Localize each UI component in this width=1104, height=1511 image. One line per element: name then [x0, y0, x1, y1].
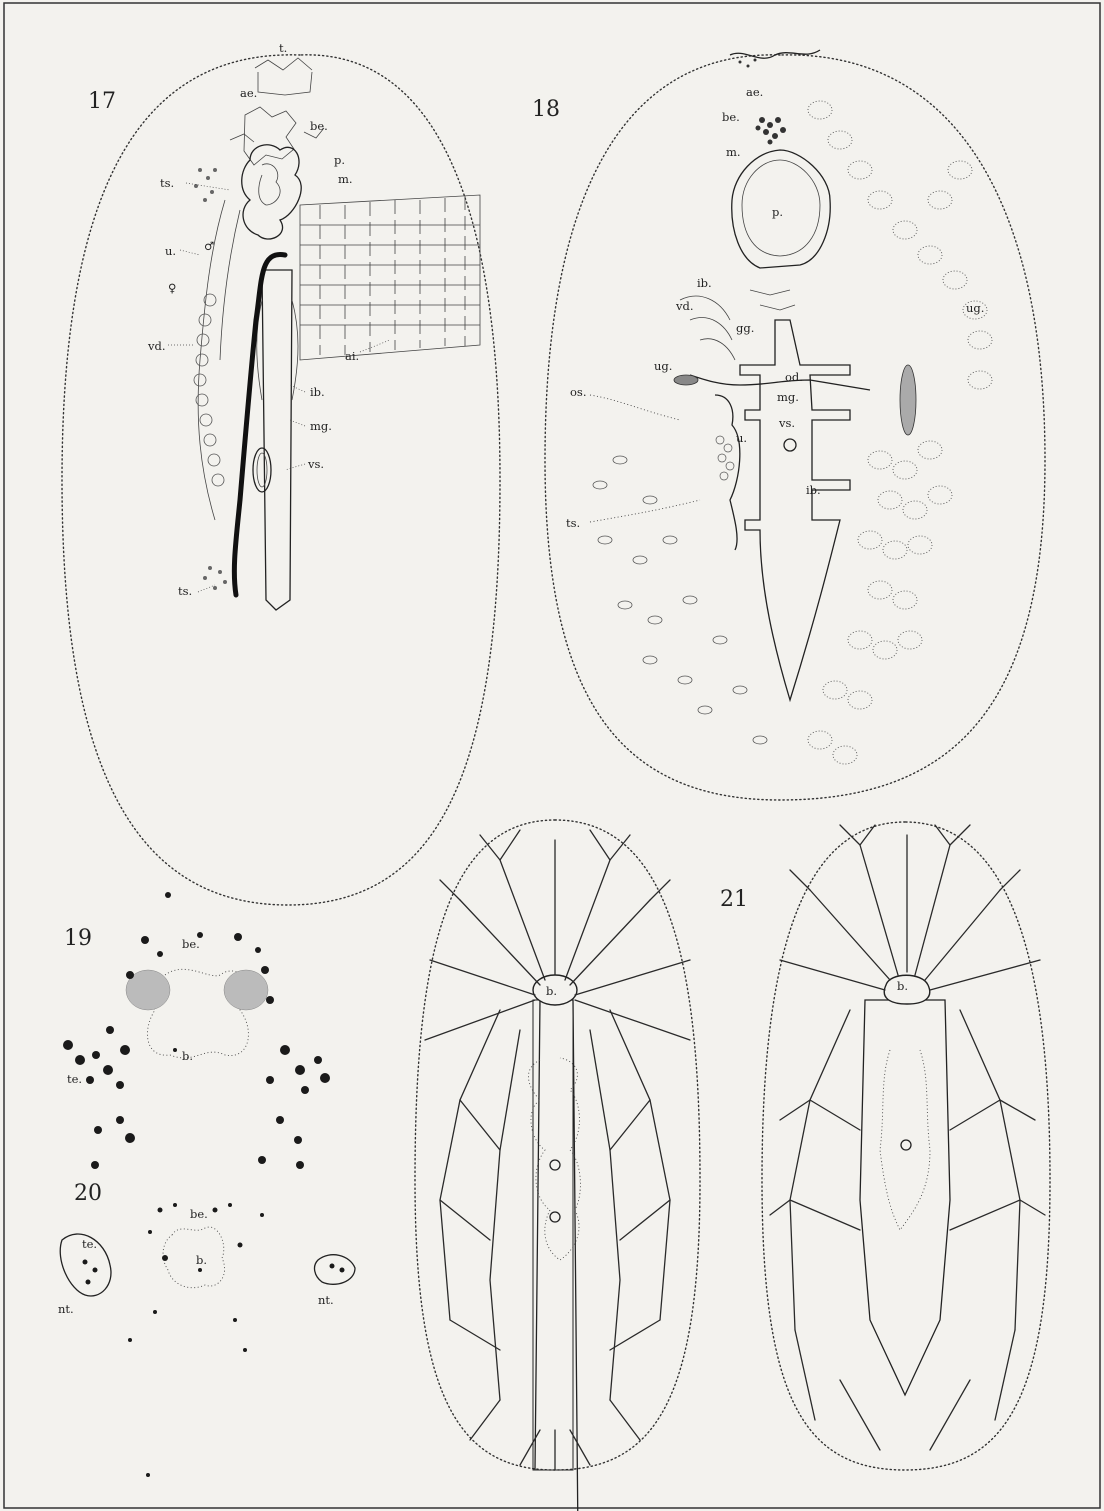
fig21-label-b-left: b.	[546, 984, 557, 998]
fig17-label-p: p.	[334, 153, 345, 167]
fig18-label-ug-right: ug.	[966, 301, 984, 315]
fig18-label-gg: gg.	[736, 321, 754, 335]
fig18-label-vd: vd.	[675, 299, 694, 313]
fig18-number: 18	[532, 97, 560, 122]
fig21-label-b-right: b.	[897, 979, 908, 993]
fig18-label-mg: mg.	[777, 390, 799, 404]
fig18-label-vs: vs.	[778, 416, 795, 430]
figure-17: 17 t. ae. be. p. m. ts. ♂ u. ♀ vd. ai. i…	[62, 41, 500, 905]
fig20-label-te: te.	[82, 1237, 97, 1251]
fig17-label-ts-upper: ts.	[160, 176, 174, 190]
fig17-label-ts-lower: ts.	[178, 584, 192, 598]
fig17-label-be: be.	[310, 119, 328, 133]
fig17-intestinal-cells	[300, 195, 480, 360]
female-symbol-icon: ♀	[168, 281, 176, 295]
fig20-label-b: b.	[196, 1253, 207, 1267]
fig21-right-specimen: b.	[762, 822, 1050, 1470]
fig17-number: 17	[88, 89, 116, 114]
fig18-label-ib-lower: ib.	[806, 483, 821, 497]
fig18-label-u: u.	[736, 431, 747, 445]
fig18-label-ts: ts.	[566, 516, 580, 530]
fig19-label-b: b.	[182, 1049, 193, 1063]
fig18-label-m: m.	[726, 145, 741, 159]
figure-18: 18 ae. be. m. p. ib. vd. gg. ug. ug. os.…	[532, 50, 1045, 800]
fig20-label-be: be.	[190, 1207, 208, 1221]
male-symbol-icon: ♂	[204, 239, 214, 253]
fig20-number: 20	[74, 1181, 102, 1206]
fig17-body-outline	[62, 55, 500, 905]
fig18-intestinal-cells	[808, 101, 992, 764]
fig19-number: 19	[64, 926, 92, 951]
fig17-label-ai: ai.	[345, 349, 359, 363]
fig21-number: 21	[720, 887, 748, 912]
fig19-eye-spots	[63, 892, 330, 1169]
fig17-label-mg: mg.	[310, 419, 332, 433]
fig17-label-vd: vd.	[147, 339, 166, 353]
fig18-label-ug-left: ug.	[654, 359, 672, 373]
fig18-label-ib-upper: ib.	[697, 276, 712, 290]
fig21-left-specimen: b.	[415, 820, 700, 1511]
fig17-label-m: m.	[338, 172, 353, 186]
fig18-label-ae: ae.	[746, 85, 763, 99]
fig19-label-te: te.	[67, 1072, 82, 1086]
figure-20: 20 be. te. b. nt. nt.	[58, 1181, 355, 1477]
figure-19: 19 be. te. b.	[63, 892, 330, 1169]
fig18-label-be: be.	[722, 110, 740, 124]
fig17-vas-deferens	[234, 254, 285, 595]
fig20-eye-spots	[83, 1203, 345, 1477]
fig20-label-nt-right: nt.	[318, 1293, 334, 1307]
fig18-label-os: os.	[570, 385, 586, 399]
fig18-label-od: od.	[785, 370, 803, 384]
fig20-label-nt-left: nt.	[58, 1302, 74, 1316]
fig17-label-t: t.	[279, 41, 287, 55]
fig17-label-u: u.	[165, 244, 176, 258]
fig17-label-ib: ib.	[310, 385, 325, 399]
fig17-label-vs: vs.	[307, 457, 324, 471]
plate-border	[4, 3, 1100, 1508]
fig18-label-p: p.	[772, 205, 783, 219]
fig19-label-be: be.	[182, 937, 200, 951]
figure-21: 21 b.	[415, 820, 1050, 1511]
fig17-label-ae: ae.	[240, 86, 257, 100]
